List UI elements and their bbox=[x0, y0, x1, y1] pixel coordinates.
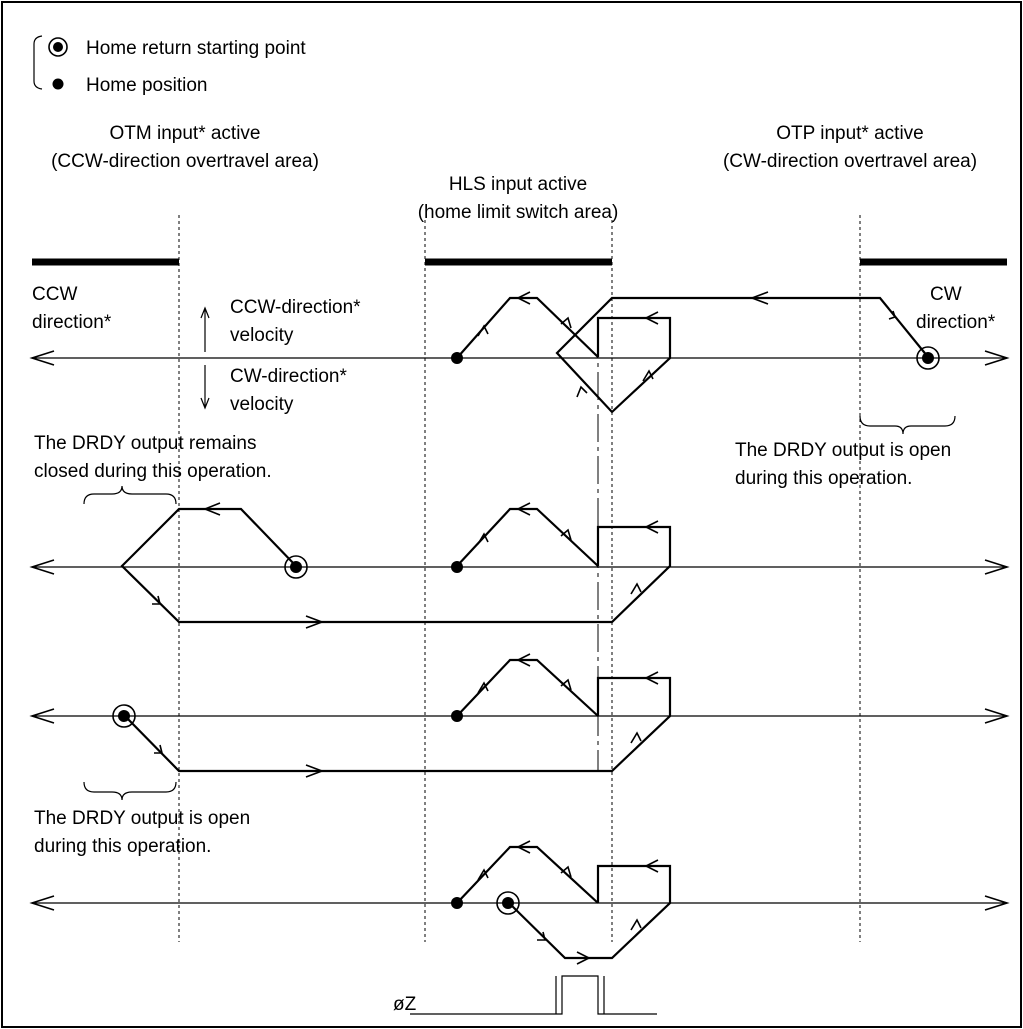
start-point-marker-1 bbox=[916, 346, 940, 370]
axis-1-left-arrow-icon bbox=[29, 350, 55, 366]
ccw-direction-label-line2: direction* bbox=[32, 312, 112, 333]
velocity-legend: CCW-direction* velocity CW-direction* ve… bbox=[200, 297, 361, 415]
path-2-arrow-icon bbox=[516, 502, 531, 516]
path-1-arrow-icon bbox=[576, 385, 588, 398]
path-1-arrow-icon bbox=[516, 291, 531, 305]
path-2-arrow-icon bbox=[152, 595, 162, 605]
home-position-legend-icon bbox=[52, 78, 64, 90]
path-1-arrow-icon bbox=[888, 310, 897, 320]
axis-2-right-arrow-icon bbox=[984, 559, 1010, 575]
path-2-arrow-icon bbox=[560, 528, 572, 541]
path-3-arrow-icon bbox=[560, 678, 572, 691]
start-point-dot-1 bbox=[922, 352, 934, 364]
hls-area-title: HLS input active bbox=[449, 174, 587, 195]
legend-bracket bbox=[33, 35, 43, 90]
home-position-legend-label: Home position bbox=[86, 75, 207, 96]
home-position-marker-4 bbox=[451, 897, 463, 909]
path-4-arrow-icon bbox=[477, 868, 489, 881]
start-point-legend-dot bbox=[53, 42, 63, 52]
start-point-dot-4 bbox=[502, 897, 514, 909]
path-3-arrow-icon bbox=[516, 653, 531, 667]
drdy-open-right-note-line2: during this operation. bbox=[735, 468, 912, 489]
cw-velocity-label-line1: CW-direction* bbox=[230, 366, 347, 387]
start-point-marker-4 bbox=[496, 891, 520, 915]
path-2-arrow-icon bbox=[305, 615, 325, 629]
path-4-arrow-icon bbox=[630, 918, 642, 931]
path-3-arrow-icon bbox=[644, 671, 659, 685]
path-3-arrow-icon bbox=[154, 744, 164, 754]
otp-area-title: OTP input* active bbox=[776, 123, 924, 144]
drdy-open-right-brace bbox=[859, 415, 956, 435]
cw-direction-label-line1: CW bbox=[930, 284, 962, 305]
home-position-marker-1 bbox=[451, 352, 463, 364]
ccw-velocity-label-line1: CCW-direction* bbox=[230, 297, 361, 318]
start-point-legend-icon bbox=[48, 37, 68, 57]
phase-z-signal: øZ bbox=[393, 975, 657, 1015]
axis-4-left-arrow-icon bbox=[29, 895, 55, 911]
home-position-marker-2 bbox=[451, 561, 463, 573]
motion-path-1 bbox=[456, 296, 929, 414]
case-3-otm-start bbox=[29, 653, 1010, 778]
path-4-arrow-icon bbox=[516, 840, 531, 854]
path-4-arrow-icon bbox=[644, 859, 659, 873]
legend: Home return starting point Home position bbox=[33, 35, 306, 96]
drdy-open-right-note-line1: The DRDY output is open bbox=[735, 440, 951, 461]
velocity-up-arrow-icon bbox=[200, 306, 210, 352]
path-1-arrow-icon bbox=[644, 311, 659, 325]
phase-z-label: øZ bbox=[393, 994, 417, 1015]
axis-3-left-arrow-icon bbox=[29, 708, 55, 724]
path-2-arrow-icon bbox=[644, 520, 659, 534]
path-3-arrow-icon bbox=[305, 764, 325, 778]
path-1-arrow-icon bbox=[749, 291, 769, 305]
path-1-arrow-icon bbox=[642, 369, 654, 382]
path-2-arrow-icon bbox=[202, 502, 221, 516]
case-2-middle-start bbox=[29, 502, 1010, 629]
path-2-arrow-icon bbox=[630, 582, 642, 595]
drdy-open-left-note-line1: The DRDY output is open bbox=[34, 808, 250, 829]
axis-3-right-arrow-icon bbox=[984, 708, 1010, 724]
phase-z-waveform bbox=[410, 975, 657, 1015]
drdy-closed-brace bbox=[83, 485, 177, 505]
path-2-arrow-icon bbox=[477, 532, 489, 545]
path-4-arrow-icon bbox=[537, 931, 547, 941]
hls-area-subtitle: (home limit switch area) bbox=[418, 202, 619, 223]
start-point-marker-3 bbox=[112, 704, 136, 728]
start-point-dot-2 bbox=[290, 561, 302, 573]
path-3-arrow-icon bbox=[630, 731, 642, 744]
cw-velocity-label-line2: velocity bbox=[230, 394, 294, 415]
start-point-legend-label: Home return starting point bbox=[86, 38, 306, 59]
path-1-arrow-icon bbox=[560, 316, 572, 329]
ccw-direction-label-line1: CCW bbox=[32, 284, 77, 305]
motion-path-4 bbox=[456, 845, 672, 960]
otm-area-title: OTM input* active bbox=[110, 123, 261, 144]
case-4-hls-start bbox=[29, 840, 1010, 965]
path-3-arrow-icon bbox=[477, 681, 489, 694]
velocity-down-arrow-icon bbox=[200, 365, 210, 410]
motion-path-2 bbox=[120, 507, 672, 624]
start-point-dot-3 bbox=[118, 710, 130, 722]
cw-direction-label-line2: direction* bbox=[916, 312, 996, 333]
path-4-arrow-icon bbox=[576, 951, 591, 965]
drdy-open-left-note-line2: during this operation. bbox=[34, 836, 211, 857]
home-position-marker-3 bbox=[451, 710, 463, 722]
axis-4-right-arrow-icon bbox=[984, 895, 1010, 911]
otp-area-subtitle: (CW-direction overtravel area) bbox=[723, 151, 977, 172]
start-point-marker-2 bbox=[284, 555, 308, 579]
case-1-otp-start bbox=[29, 291, 1010, 414]
drdy-closed-note-line1: The DRDY output remains bbox=[34, 433, 256, 454]
drdy-closed-note-line2: closed during this operation. bbox=[34, 461, 272, 482]
motion-path-3 bbox=[123, 658, 672, 773]
path-1-arrow-icon bbox=[477, 324, 489, 337]
path-4-arrow-icon bbox=[560, 865, 572, 878]
axis-2-left-arrow-icon bbox=[29, 559, 55, 575]
otm-area-subtitle: (CCW-direction overtravel area) bbox=[51, 151, 319, 172]
drdy-open-left-brace bbox=[83, 781, 177, 801]
ccw-velocity-label-line2: velocity bbox=[230, 325, 294, 346]
axis-1-right-arrow-icon bbox=[984, 350, 1010, 366]
